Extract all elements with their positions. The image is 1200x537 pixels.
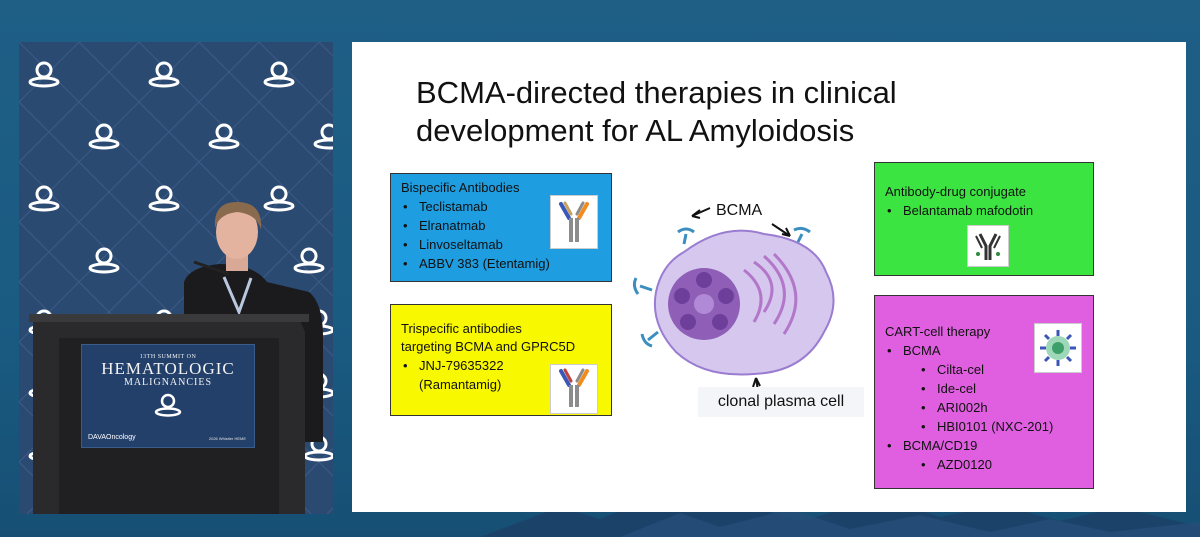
sign-brand: DAVAOncology	[88, 434, 136, 441]
bispecific-heading: Bispecific Antibodies	[401, 180, 520, 195]
summit-logo-icon	[154, 393, 182, 417]
trispecific-heading-line1: Trispecific antibodies	[401, 321, 522, 336]
bcma-label: BCMA	[716, 202, 763, 219]
clonal-plasma-cell-label: clonal plasma cell	[698, 387, 864, 417]
list-item: AZD0120	[921, 455, 1083, 474]
list-item: ABBV 383 (Etentamig)	[403, 254, 601, 273]
list-item: ARI002h	[921, 398, 1083, 417]
list-item: BCMA/CD19 AZD0120	[887, 436, 1083, 474]
speaker-video: 13TH SUMMIT ON HEMATOLOGIC MALIGNANCIES …	[19, 42, 333, 514]
trispecific-heading-line2: targeting BCMA and GPRC5D	[401, 339, 576, 354]
cart-group-bcma-cd19: BCMA/CD19	[903, 438, 978, 453]
list-item: Teclistamab	[403, 197, 601, 216]
sign-top-line: 13TH SUMMIT ON	[139, 354, 197, 360]
antibody-drug-conjugate-icon	[967, 225, 1009, 267]
trispecific-antibody-icon	[550, 364, 598, 414]
cart-group-bcma: BCMA	[903, 343, 941, 358]
car-t-cell-icon	[1034, 323, 1082, 373]
adc-heading: Antibody-drug conjugate	[885, 184, 1026, 199]
list-item: HBI0101 (NXC-201)	[921, 417, 1083, 436]
list-item: Linvoseltamab	[403, 235, 601, 254]
antibody-drug-conjugate-box: Antibody-drug conjugate Belantamab mafod…	[874, 162, 1094, 276]
list-item: Cilta-cel	[921, 360, 1083, 379]
presentation-slide: BCMA-directed therapies in clinical deve…	[352, 42, 1186, 512]
bispecific-antibody-icon	[550, 195, 598, 249]
adc-list: Belantamab mafodotin	[885, 201, 1083, 220]
trispecific-item-line2: (Ramantamig)	[419, 377, 502, 392]
slide-title-line1: BCMA-directed therapies in clinical	[416, 75, 897, 110]
list-item: BCMA Cilta-cel Ide-cel ARI002h HBI0101 (…	[887, 341, 1083, 436]
list-item: Belantamab mafodotin	[887, 201, 1083, 220]
slide-title: BCMA-directed therapies in clinical deve…	[416, 74, 1116, 150]
trispecific-list: JNJ-79635322 (Ramantamig)	[401, 356, 601, 394]
bispecific-list: Teclistamab Elranatmab Linvoseltamab ABB…	[401, 197, 601, 273]
list-item: JNJ-79635322 (Ramantamig)	[403, 356, 601, 394]
podium-sign: 13TH SUMMIT ON HEMATOLOGIC MALIGNANCIES …	[81, 344, 255, 448]
list-item: Elranatmab	[403, 216, 601, 235]
cart-bcma-sublist: Cilta-cel Ide-cel ARI002h HBI0101 (NXC-2…	[903, 360, 1083, 436]
trispecific-antibodies-box: Trispecific antibodies targeting BCMA an…	[390, 304, 612, 416]
cart-heading: CART-cell therapy	[885, 324, 991, 339]
list-item: Ide-cel	[921, 379, 1083, 398]
plasma-cell-diagram	[632, 207, 835, 405]
cart-bcma-cd19-sublist: AZD0120	[903, 455, 1083, 474]
slide-title-line2: development for AL Amyloidosis	[416, 113, 855, 148]
sign-main-line: HEMATOLOGIC	[101, 359, 235, 378]
cart-list: BCMA Cilta-cel Ide-cel ARI002h HBI0101 (…	[885, 341, 1083, 474]
sign-sub-line: MALIGNANCIES	[123, 377, 213, 388]
sign-footer-note: 2026 Whistler HEME	[208, 436, 246, 441]
trispecific-item-line1: JNJ-79635322	[419, 358, 504, 373]
